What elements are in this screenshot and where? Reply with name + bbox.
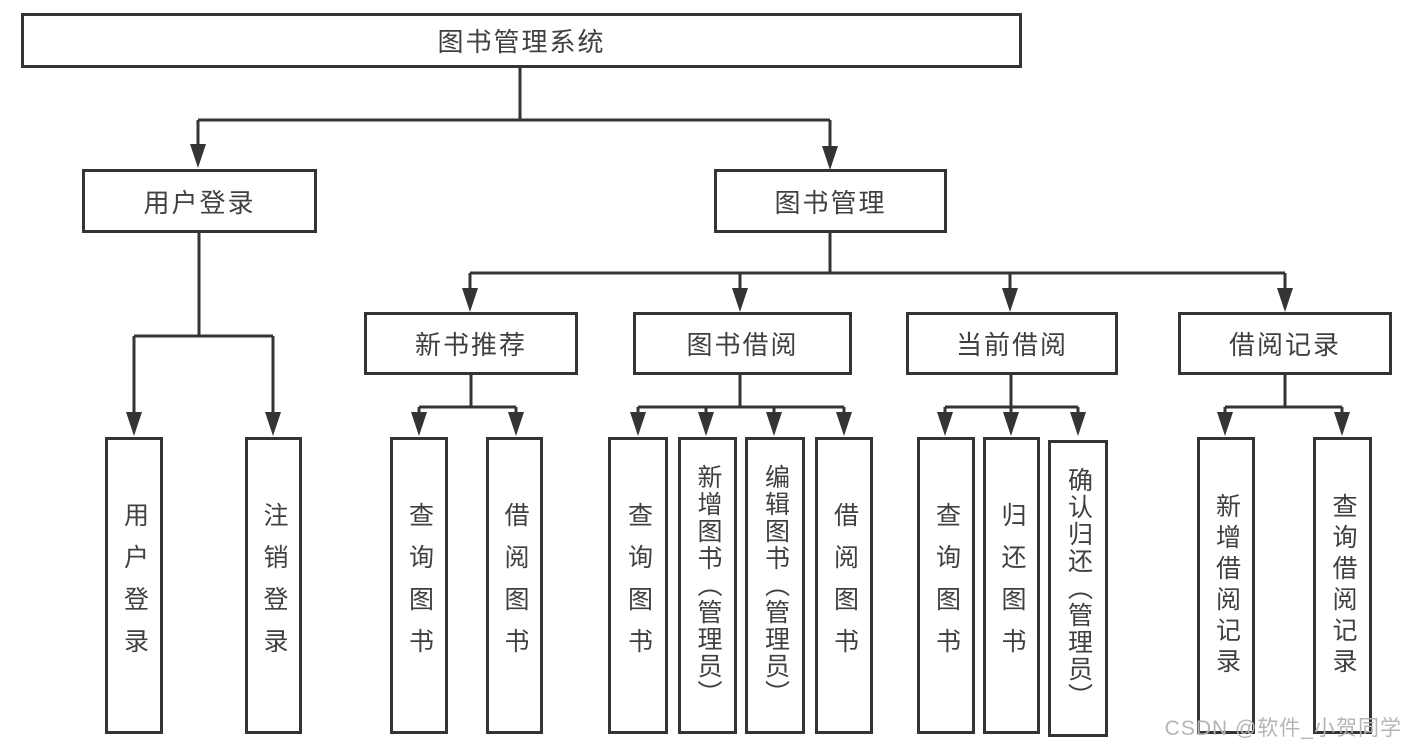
node-user-login: 用户登录	[82, 169, 317, 233]
node-borrow-record: 借阅记录	[1178, 312, 1392, 375]
leaf-confirm-return-admin-label: 确认归还（管理员）	[1064, 467, 1093, 710]
node-book-management: 图书管理	[714, 169, 947, 233]
leaf-query-book-1: 查询图书	[390, 437, 448, 734]
node-current-borrow: 当前借阅	[906, 312, 1118, 375]
leaf-query-book-1-label: 查询图书	[405, 501, 434, 670]
node-book-management-label: 图书管理	[774, 187, 887, 218]
node-new-book-recommend-label: 新书推荐	[414, 330, 527, 360]
node-root: 图书管理系统	[21, 13, 1022, 68]
leaf-borrow-book-1: 借阅图书	[486, 437, 543, 734]
connector-line-group	[132, 68, 1344, 414]
node-root-label: 图书管理系统	[437, 27, 606, 57]
leaf-query-book-3: 查询图书	[917, 437, 975, 734]
node-current-borrow-label: 当前借阅	[955, 330, 1068, 360]
leaf-add-book-admin: 新增图书（管理员）	[678, 437, 737, 734]
leaf-query-borrow-record: 查询借阅记录	[1313, 437, 1372, 734]
leaf-edit-book-admin: 编辑图书（管理员）	[745, 437, 805, 734]
leaf-borrow-book-2-label: 借阅图书	[830, 501, 859, 670]
node-user-login-label: 用户登录	[143, 187, 256, 218]
leaf-borrow-book-1-label: 借阅图书	[501, 501, 529, 670]
node-borrow-record-label: 借阅记录	[1228, 330, 1341, 360]
leaf-edit-book-admin-label: 编辑图书（管理员）	[761, 464, 790, 707]
leaf-user-login-label: 用户登录	[120, 501, 149, 670]
leaf-user-login: 用户登录	[105, 437, 163, 734]
leaf-add-borrow-record: 新增借阅记录	[1197, 437, 1255, 734]
leaf-borrow-book-2: 借阅图书	[815, 437, 873, 734]
leaf-query-book-2: 查询图书	[608, 437, 668, 734]
leaf-return-book-label: 归还图书	[998, 501, 1026, 670]
csdn-watermark: CSDN @软件_小贺同学	[1164, 717, 1402, 740]
leaf-add-book-admin-label: 新增图书（管理员）	[694, 464, 722, 707]
leaf-logout-label: 注销登录	[260, 501, 288, 670]
node-new-book-recommend: 新书推荐	[364, 312, 578, 375]
node-book-borrow: 图书借阅	[633, 312, 852, 375]
leaf-return-book: 归还图书	[983, 437, 1040, 734]
leaf-query-book-3-label: 查询图书	[932, 501, 961, 670]
leaf-confirm-return-admin: 确认归还（管理员）	[1048, 440, 1108, 737]
node-book-borrow-label: 图书借阅	[686, 330, 799, 360]
arrowhead-group	[126, 144, 1350, 436]
leaf-query-borrow-record-label: 查询借阅记录	[1329, 492, 1357, 679]
leaf-query-book-2-label: 查询图书	[624, 501, 653, 670]
leaf-logout: 注销登录	[245, 437, 302, 734]
leaf-add-borrow-record-label: 新增借阅记录	[1212, 492, 1241, 679]
